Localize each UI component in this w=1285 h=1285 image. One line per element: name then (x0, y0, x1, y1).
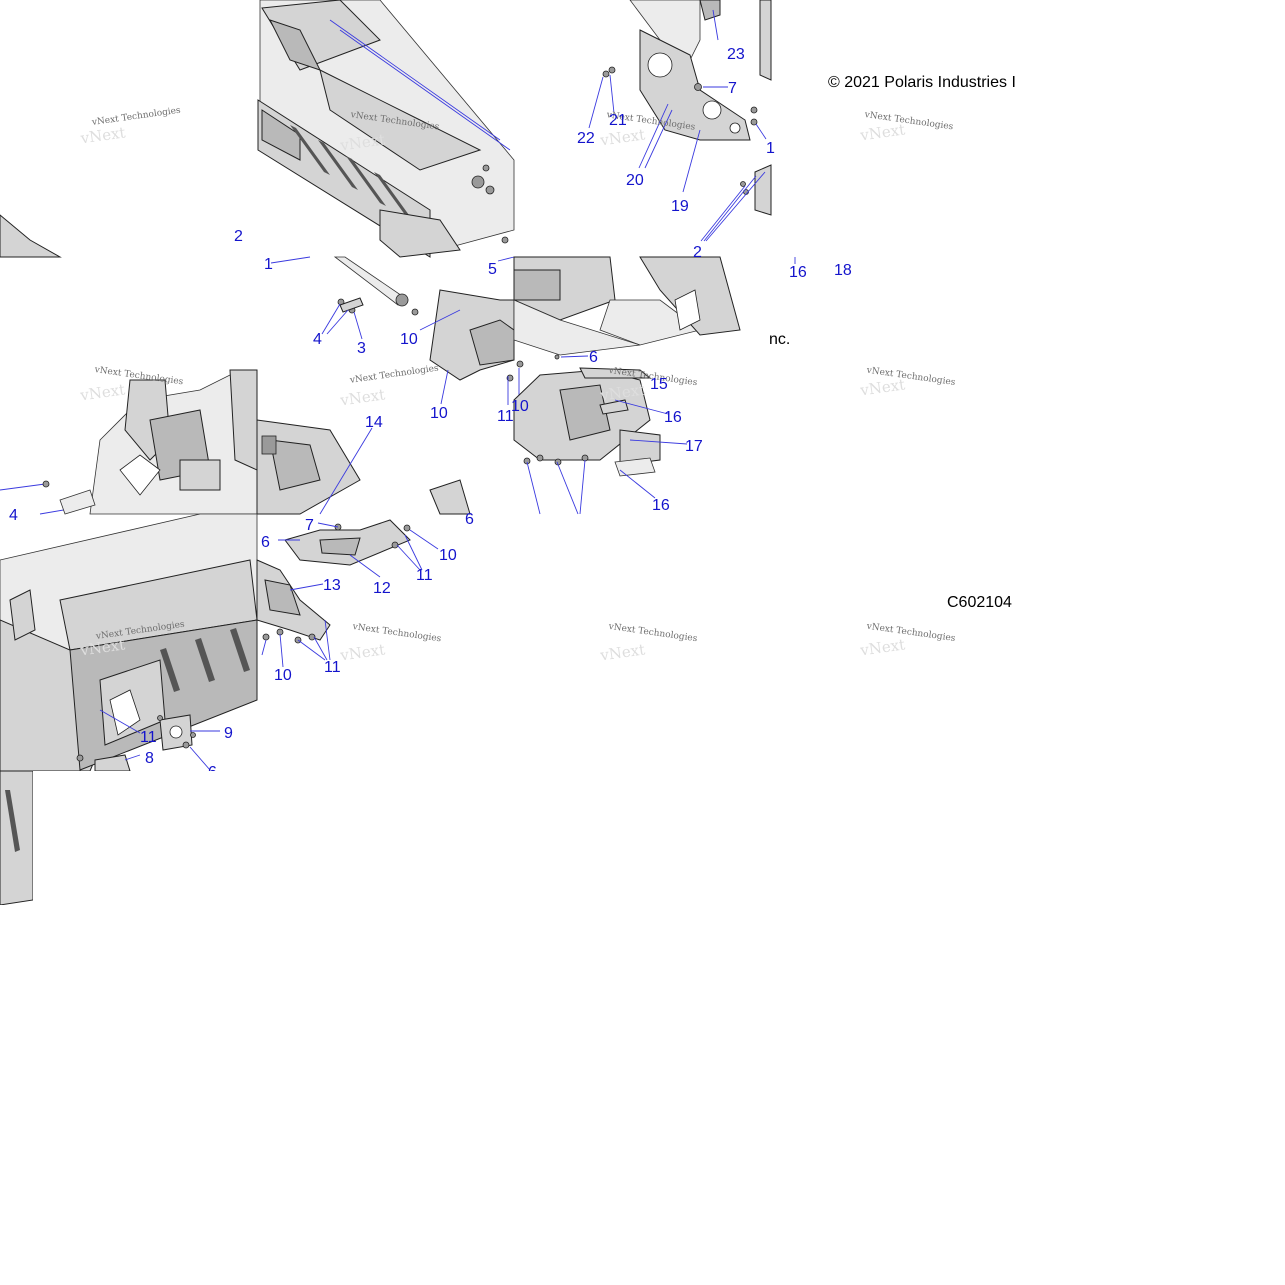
rear-crossmember-drawing (256, 256, 524, 515)
watermark-text: vNext Technologies (607, 622, 698, 645)
callout-11: 11 (140, 729, 157, 746)
watermark-text: vNext Technologies (90, 106, 181, 129)
callout-11: 11 (416, 567, 433, 584)
callout-1: 1 (766, 140, 775, 157)
callout-22: 22 (577, 130, 595, 147)
callout-6: 6 (589, 349, 598, 366)
blank-area-bottom (33, 771, 771, 1285)
callout-15: 15 (650, 376, 668, 393)
callout-8: 8 (145, 750, 154, 767)
callout-6: 6 (465, 511, 474, 528)
callout-4: 4 (9, 507, 18, 524)
callout-9: 9 (224, 725, 233, 742)
svg-text:vNext: vNext (79, 123, 127, 147)
callout-14: 14 (365, 414, 383, 431)
svg-text:vNext: vNext (78, 380, 126, 404)
blank-area-right (771, 771, 1285, 1285)
watermark-text: vNext Technologies (348, 363, 439, 386)
copyright-text-tail: nc. (769, 331, 790, 348)
callout-16: 16 (652, 497, 670, 514)
callout-6: 6 (261, 534, 270, 551)
rear-bracket-drawing (256, 519, 439, 668)
lower-tunnel-drawing (0, 513, 258, 906)
svg-text:vNext: vNext (858, 635, 906, 659)
callout-1: 1 (264, 256, 273, 273)
callout-10: 10 (274, 667, 292, 684)
callout-11: 11 (324, 659, 341, 676)
callout-5: 5 (488, 261, 497, 278)
callout-3: 3 (357, 340, 366, 357)
callout-10: 10 (511, 398, 529, 415)
callout-7: 7 (305, 517, 314, 534)
tunnel-rail-drawing (257, 0, 515, 258)
blank-area-bottom-left (0, 905, 33, 1285)
callout-labels: 23 7 22 21 1 20 19 2 2 1 5 16 18 4 3 10 … (9, 46, 852, 781)
svg-text:vNext: vNext (338, 385, 386, 409)
callout-18: 18 (834, 262, 852, 279)
watermark-text: vNext Technologies (351, 622, 442, 645)
svg-text:vNext: vNext (598, 640, 646, 664)
callout-16: 16 (789, 264, 807, 281)
callout-10: 10 (430, 405, 448, 422)
callout-4: 4 (313, 331, 322, 348)
figure-code: C602104 (947, 594, 1012, 611)
callout-17: 17 (685, 438, 703, 455)
svg-text:vNext: vNext (598, 125, 646, 149)
watermarks: vNext vNext Technologies vNext vNext Tec… (78, 106, 956, 665)
callout-19: 19 (671, 198, 689, 215)
callout-20: 20 (626, 172, 644, 189)
copyright-text: © 2021 Polaris Industries I (828, 74, 1016, 91)
callout-2: 2 (234, 228, 243, 245)
callout-23: 23 (727, 46, 745, 63)
callout-12: 12 (373, 580, 391, 597)
callout-21: 21 (609, 112, 627, 129)
callout-2: 2 (693, 244, 702, 261)
callout-10: 10 (400, 331, 418, 348)
callout-16: 16 (664, 409, 682, 426)
front-suspension-mount-drawing (513, 256, 796, 515)
callout-11: 11 (497, 408, 514, 425)
callout-13: 13 (323, 577, 341, 594)
chaincase-plate-drawing (588, 0, 772, 242)
front-frame-drawing (0, 214, 258, 515)
callout-7: 7 (728, 80, 737, 97)
callout-10: 10 (439, 547, 457, 564)
svg-text:vNext: vNext (338, 640, 386, 664)
